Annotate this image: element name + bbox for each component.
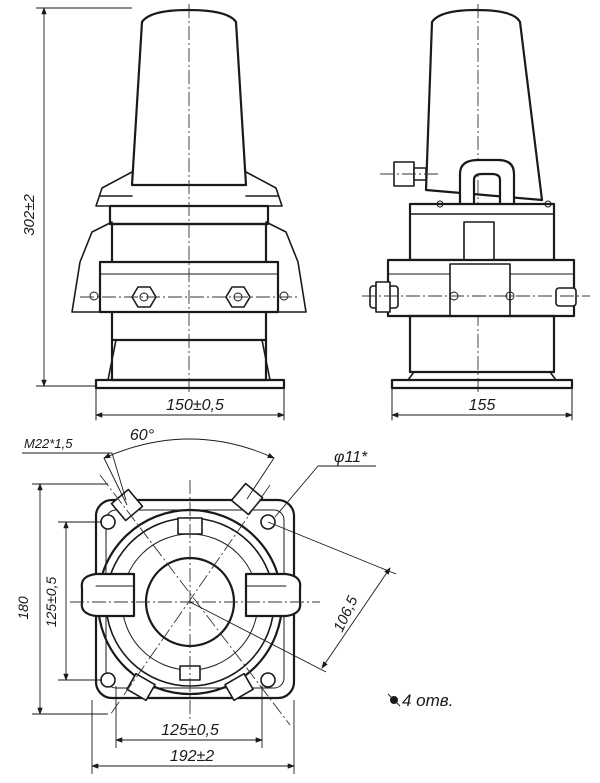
- plan-view: [70, 474, 320, 726]
- side-width-dimension: 155: [391, 397, 573, 418]
- thread-label: M22*1,5: [24, 436, 73, 451]
- diagonal-label: 106,5: [330, 593, 362, 635]
- hole-diameter-label: φ11*: [334, 449, 368, 466]
- holes-note-label: 4 отв.: [402, 691, 453, 710]
- nut-icon: [369, 281, 399, 313]
- plan-width-label: 192±2: [170, 748, 214, 765]
- nut-icon: [555, 287, 577, 307]
- plan-height-label: 180: [15, 596, 31, 620]
- corner-bolt-icon: [224, 672, 254, 702]
- height-dimension: 302±2: [21, 7, 132, 387]
- plan-vertical-spacing-label: 125±0,5: [43, 577, 59, 628]
- holes-note: 4 отв.: [387, 691, 453, 710]
- side-view: [362, 4, 590, 421]
- angle-label: 60°: [130, 427, 155, 444]
- front-width-dimension: 150±0,5: [95, 397, 285, 418]
- hole-callout: φ11*: [274, 449, 376, 518]
- front-view: [71, 4, 307, 421]
- height-label: 302±2: [21, 194, 38, 236]
- plan-width-dimension: 192±2: [91, 700, 295, 774]
- angle-dimension: 60°: [103, 427, 275, 506]
- side-width-label: 155: [469, 397, 496, 414]
- front-width-label: 150±0,5: [166, 397, 224, 414]
- corner-bolt-icon: [126, 672, 156, 702]
- plan-vertical-spacing-dimension: 125±0,5: [43, 521, 102, 681]
- plan-height-dimension: 180: [15, 483, 108, 715]
- plan-horizontal-spacing-label: 125±0,5: [161, 722, 219, 739]
- plan-horizontal-spacing-dimension: 125±0,5: [115, 686, 263, 748]
- thread-callout: M22*1,5: [22, 436, 127, 501]
